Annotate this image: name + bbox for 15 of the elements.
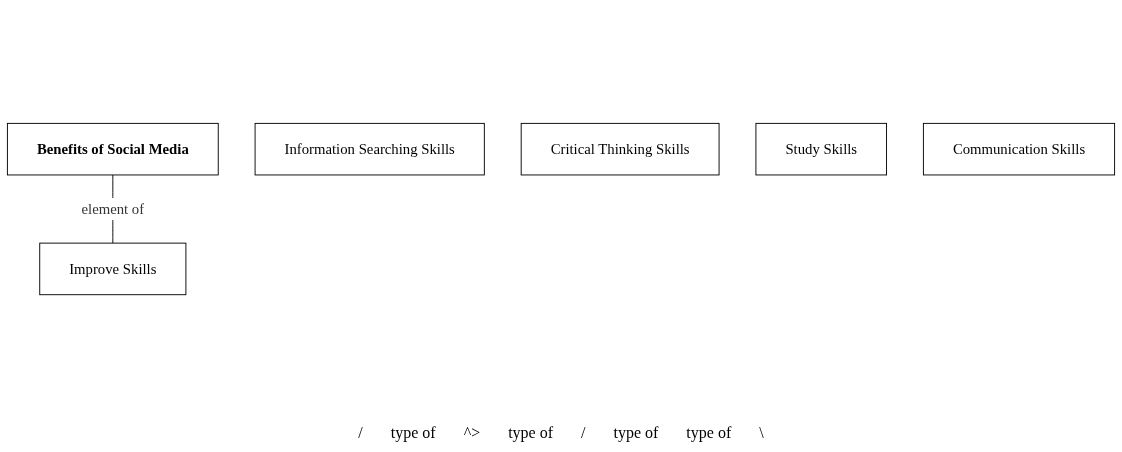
node-box: Communication Skills (922, 122, 1116, 176)
relation-label: / (358, 424, 363, 442)
edge-label: element of (81, 200, 145, 217)
node-box: Study Skills (755, 122, 887, 176)
node-box: Improve Skills (39, 242, 187, 296)
node-box: Benefits of Social Media (6, 122, 219, 176)
relation-label: type of (613, 424, 659, 442)
relation-label: ^> (463, 424, 481, 442)
relation-label: type of (508, 424, 554, 442)
relation-label: type of (390, 424, 436, 442)
relation-label: type of (686, 424, 732, 442)
node-box: Information Searching Skills (254, 122, 485, 176)
node-box: Critical Thinking Skills (520, 122, 720, 176)
relation-label: / (581, 424, 586, 442)
relation-label: \ (759, 424, 764, 442)
